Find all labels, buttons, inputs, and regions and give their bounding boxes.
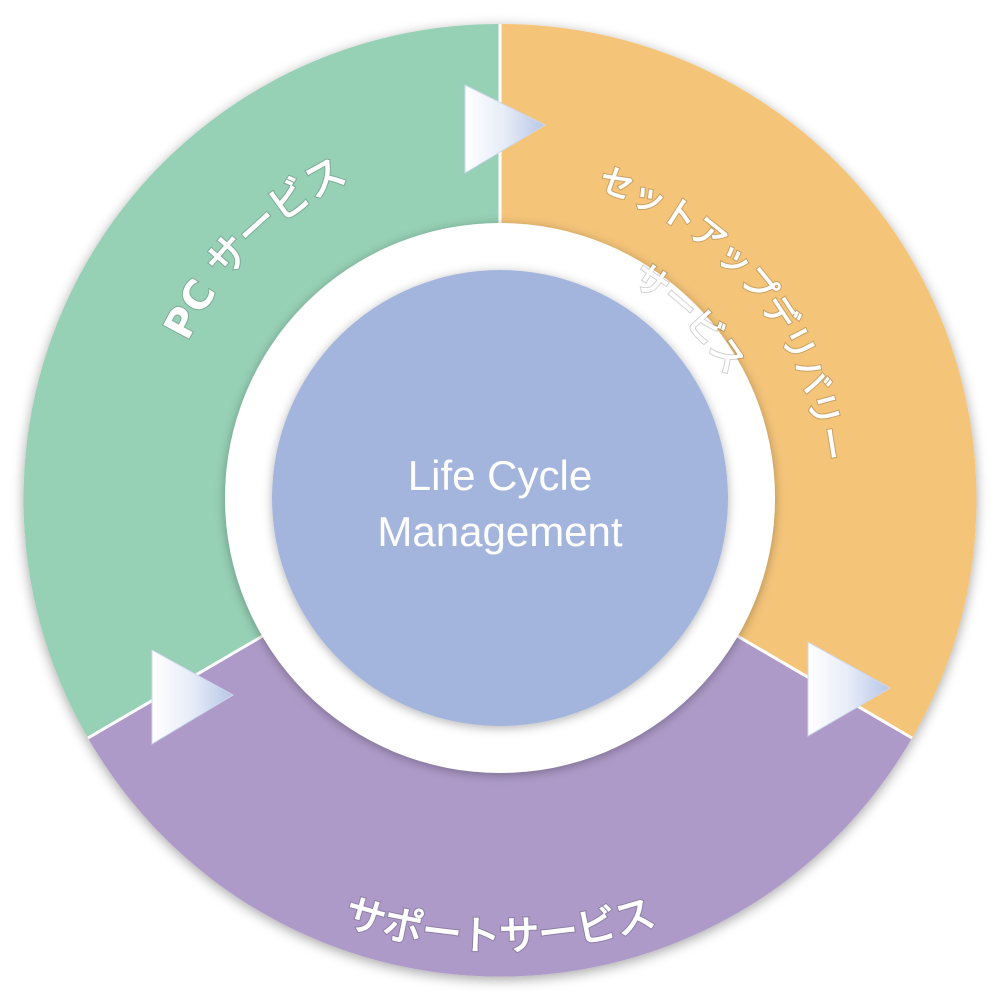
center-title-line2: Management [377,508,622,555]
center-circle [272,270,728,726]
play-arrow-icon [464,84,547,174]
play-arrow-icon [151,649,234,745]
play-arrow-icon [807,641,892,737]
center-title-line1: Life Cycle [408,452,592,499]
